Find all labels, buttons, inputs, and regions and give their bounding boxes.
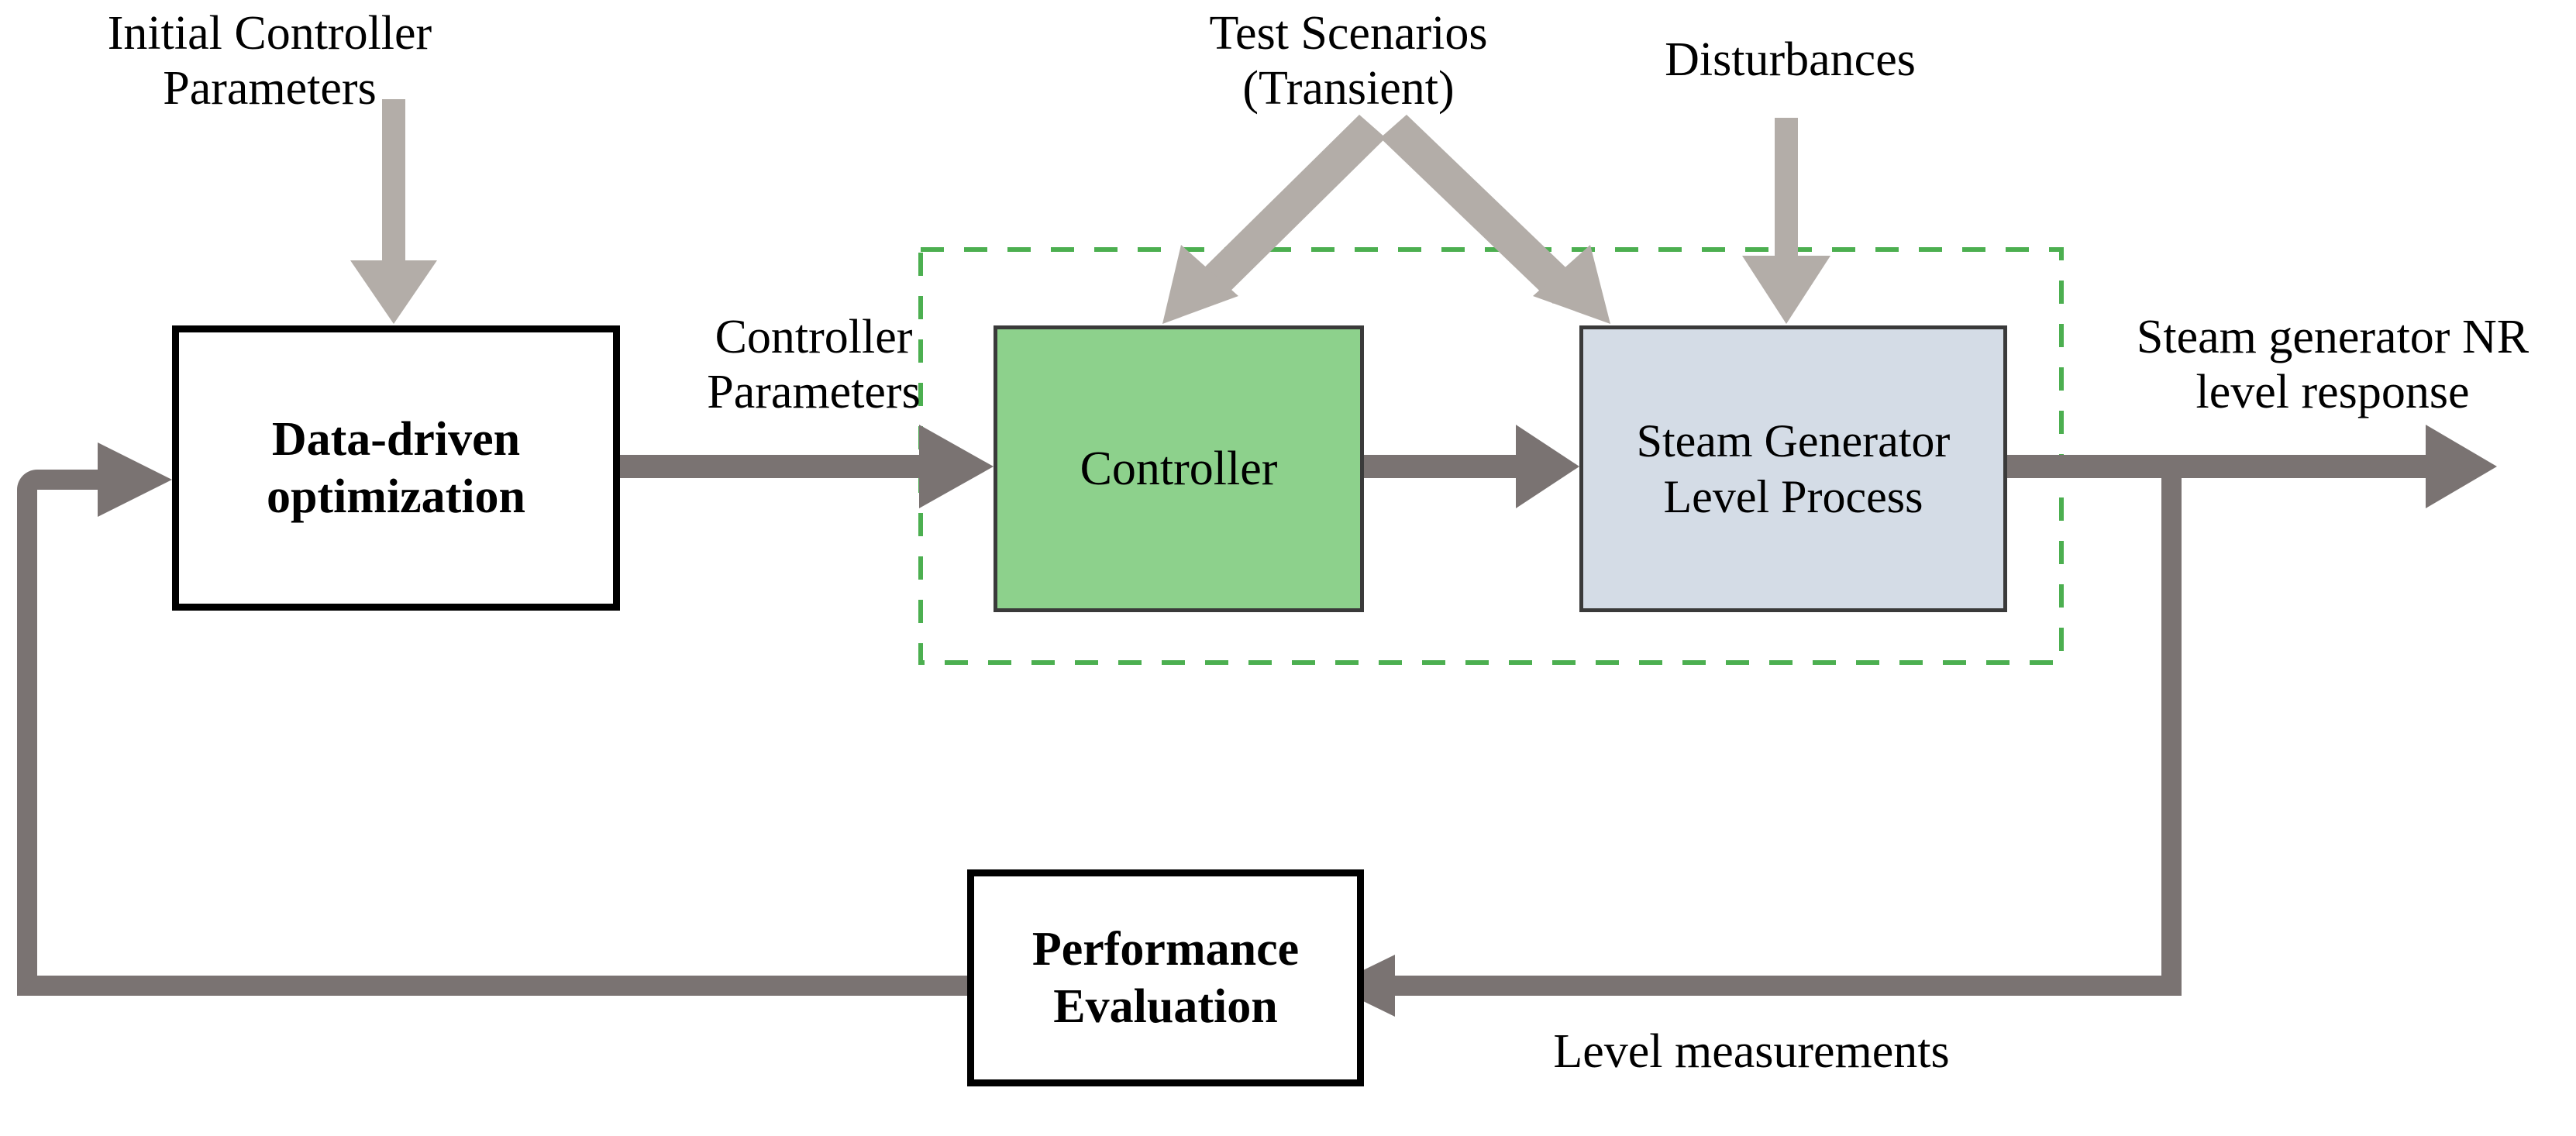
feedback-path-evaluation-to-optimization	[17, 442, 967, 996]
block-steam-generator-level-process[interactable]: Steam Generator Level Process	[1579, 325, 2007, 612]
block-label-performance-evaluation: Performance Evaluation	[1031, 922, 1300, 1033]
input-arrow-initial-parameters	[350, 99, 437, 324]
block-performance-evaluation[interactable]: Performance Evaluation	[967, 869, 1364, 1086]
flow-process-to-output	[2007, 425, 2497, 508]
label-steam-generator-nr-level-response: Steam generator NR level response	[2136, 311, 2530, 418]
block-data-driven-optimization[interactable]: Data-driven optimization	[172, 325, 620, 611]
label-test-scenarios-transient: Test Scenarios (Transient)	[1209, 7, 1488, 115]
block-controller[interactable]: Controller	[994, 325, 1364, 612]
label-level-measurements: Level measurements	[1553, 1025, 1950, 1078]
label-initial-controller-parameters: Initial Controller Parameters	[107, 7, 432, 115]
feedback-path-process-to-evaluation	[1331, 465, 2182, 1017]
block-label-controller: Controller	[1080, 442, 1278, 495]
input-arrow-disturbances	[1742, 118, 1830, 324]
input-arrow-test-scenarios-to-controller	[1162, 115, 1386, 324]
block-label-data-driven-optimization: Data-driven optimization	[266, 412, 526, 523]
block-label-steam-generator-level-process: Steam Generator Level Process	[1636, 415, 1951, 522]
flow-controller-to-process	[1364, 425, 1579, 508]
label-disturbances: Disturbances	[1665, 33, 1916, 86]
input-arrow-test-scenarios-to-process	[1380, 115, 1610, 324]
label-controller-parameters: Controller Parameters	[707, 311, 921, 418]
flow-optimization-to-controller	[620, 425, 994, 508]
